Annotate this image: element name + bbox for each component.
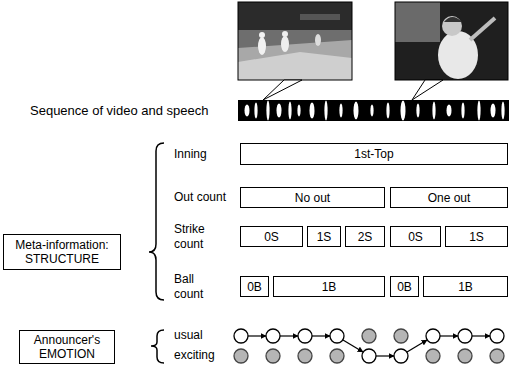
waveform-gap [288, 102, 291, 120]
waveform-gap [370, 105, 373, 117]
state-label: exciting [174, 348, 215, 363]
waveform-gap [297, 105, 300, 117]
ball-count-bar: 0B [240, 276, 269, 297]
node-text: 1S [469, 230, 484, 244]
node-text: One out [428, 191, 471, 205]
brace [149, 143, 164, 300]
node-text: 0S [408, 230, 423, 244]
ball-count-bar: 0B [390, 276, 419, 297]
node-text: 0B [247, 280, 262, 294]
strike-count-bar: 1S [307, 226, 341, 247]
node-text: No out [295, 191, 330, 205]
strip-label: Sequence of video and speech [30, 103, 209, 118]
waveform-gap [461, 103, 464, 119]
waveform-gap [447, 105, 452, 117]
brace [151, 330, 164, 363]
waveform-gap [310, 103, 315, 119]
waveform-gap [401, 101, 406, 121]
bubble-tail [412, 80, 443, 100]
strike-count-bar: 0S [240, 226, 303, 247]
state-chain [234, 329, 504, 363]
waveform-gap [254, 103, 257, 119]
row-label: Out count [174, 190, 226, 205]
waveform-gap [501, 102, 504, 120]
speech-waveform [238, 100, 509, 121]
out-count-bar: One out [390, 187, 508, 208]
waveform-gap [324, 101, 327, 121]
video-frame [395, 2, 508, 80]
node-text: Announcer's EMOTION [23, 333, 111, 361]
video-frame [238, 2, 352, 80]
bubble-tail [263, 80, 302, 100]
waveform-gap [354, 102, 359, 120]
emotion-box: Announcer's EMOTION [19, 330, 115, 364]
strike-count-bar: 0S [390, 226, 441, 247]
strike-count-bar: 1S [445, 226, 508, 247]
node-text: 2S [358, 230, 373, 244]
structure-box: Meta-information: STRUCTURE [3, 234, 121, 270]
waveform-gap [266, 101, 269, 121]
waveform-gap [245, 105, 250, 117]
waveform-gap [386, 103, 389, 119]
node-text: 1B [458, 280, 473, 294]
ball-count-bar: 1B [423, 276, 508, 297]
waveform-gap [339, 104, 342, 118]
strike-count-bar: 2S [345, 226, 385, 247]
waveform-gap [416, 104, 419, 118]
node-text: 1B [322, 280, 337, 294]
node-text: Meta-information: STRUCTURE [7, 238, 117, 266]
row-label: Strike count [174, 222, 222, 252]
node-text: 0S [264, 230, 279, 244]
row-label: Inning [174, 147, 207, 162]
waveform-gap [477, 101, 480, 121]
waveform-gap [491, 104, 496, 118]
inning-bar: 1st-Top [240, 143, 508, 165]
node-text: 0B [397, 280, 412, 294]
node-text: 1S [317, 230, 332, 244]
out-count-bar: No out [240, 187, 385, 208]
state-label: usual [174, 328, 203, 343]
waveform-gap [432, 102, 435, 120]
ball-count-bar: 1B [273, 276, 385, 297]
waveform-gap [277, 104, 282, 118]
row-label: Ball count [174, 272, 222, 302]
node-text: 1st-Top [354, 147, 393, 161]
